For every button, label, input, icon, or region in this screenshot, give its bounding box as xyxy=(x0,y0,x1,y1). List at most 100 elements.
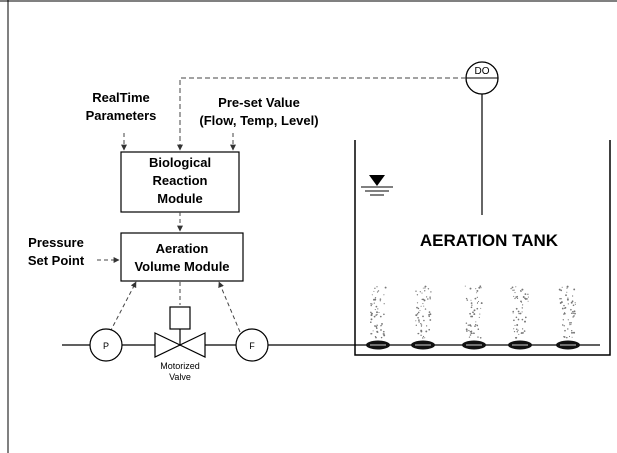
air-bubble xyxy=(416,313,419,315)
air-bubble xyxy=(513,289,515,291)
air-bubble xyxy=(514,297,516,300)
air-bubble xyxy=(573,315,575,317)
air-bubble xyxy=(469,334,472,336)
valve-body-left xyxy=(154,332,182,358)
air-bubble xyxy=(477,301,480,303)
valve-body-right xyxy=(178,332,206,358)
air-bubble xyxy=(563,325,565,327)
air-bubble xyxy=(373,290,375,292)
air-bubble xyxy=(480,287,482,289)
biological-reaction-module: Biological Reaction Module xyxy=(120,151,240,213)
air-bubble xyxy=(371,333,373,335)
air-bubble xyxy=(479,336,482,339)
air-bubble xyxy=(466,299,469,301)
air-bubble xyxy=(374,297,377,299)
air-bubble xyxy=(373,315,376,318)
svg-text:Volume Module: Volume Module xyxy=(134,259,229,274)
air-bubble xyxy=(516,297,519,299)
svg-text:Pressure: Pressure xyxy=(28,235,84,250)
air-bubble xyxy=(570,301,573,304)
air-bubble xyxy=(417,307,420,310)
air-bubble xyxy=(574,312,576,315)
air-bubble xyxy=(513,319,515,322)
air-bubble xyxy=(420,322,422,325)
air-bubble xyxy=(473,313,476,316)
air-bubble xyxy=(478,316,480,318)
air-bubble xyxy=(480,302,483,305)
air-bubble xyxy=(383,294,385,296)
air-bubble xyxy=(571,336,573,338)
svg-text:(Flow, Temp, Level): (Flow, Temp, Level) xyxy=(199,113,318,128)
air-bubble xyxy=(370,311,372,314)
air-bubble xyxy=(569,322,571,324)
air-bubble xyxy=(374,298,377,301)
air-bubble xyxy=(420,324,423,326)
air-bubble xyxy=(561,307,564,310)
aeration-tank: AERATION TANK xyxy=(354,140,611,356)
air-bubble xyxy=(570,322,572,324)
air-bubble xyxy=(372,330,374,332)
air-bubble xyxy=(527,296,529,298)
air-bubble xyxy=(378,311,380,314)
air-bubble xyxy=(515,328,518,331)
air-bubble xyxy=(374,309,376,311)
svg-text:Pre-set Value: Pre-set Value xyxy=(218,95,300,110)
air-bubble xyxy=(524,293,527,295)
air-bubble xyxy=(415,324,417,326)
air-bubble xyxy=(477,328,480,330)
air-bubble xyxy=(376,324,378,327)
air-bubble xyxy=(559,302,562,304)
air-bubble xyxy=(374,325,376,327)
air-bubble xyxy=(425,325,428,327)
air-bubble xyxy=(469,324,472,327)
air-bubble xyxy=(476,302,478,304)
air-bubble xyxy=(521,307,524,309)
air-bubble xyxy=(567,328,569,330)
air-bubble xyxy=(569,324,571,326)
air-bubble xyxy=(511,286,514,289)
air-bubble xyxy=(427,298,429,300)
air-bubble xyxy=(516,324,519,326)
air-bubble xyxy=(515,316,518,319)
air-bubble xyxy=(370,304,372,307)
aeration-module-box xyxy=(120,232,244,282)
air-bubble xyxy=(383,303,385,305)
air-bubble xyxy=(479,313,481,315)
air-bubble xyxy=(518,333,520,335)
air-bubble xyxy=(419,310,421,312)
air-bubble xyxy=(418,319,420,321)
air-bubble xyxy=(464,285,466,287)
air-bubble xyxy=(415,314,418,317)
air-bubble xyxy=(570,324,572,326)
air-bubble xyxy=(424,337,426,339)
pressure-sensor: P xyxy=(89,328,123,362)
air-bubble xyxy=(521,301,523,303)
air-bubble xyxy=(471,332,473,334)
air-bubble xyxy=(474,325,476,328)
air-bubble xyxy=(571,330,573,332)
air-bubble xyxy=(424,287,426,289)
diffusers-group xyxy=(366,340,580,350)
preset-value-label: Pre-set Value (Flow, Temp, Level) xyxy=(199,95,318,128)
air-bubble xyxy=(379,298,382,300)
air-bubble xyxy=(381,325,383,327)
air-bubble xyxy=(574,303,576,306)
air-bubble xyxy=(373,302,375,304)
air-bubble xyxy=(475,321,477,323)
air-bubble xyxy=(563,312,566,314)
air-bubble xyxy=(517,329,519,331)
air-bubble xyxy=(428,314,430,316)
svg-text:RealTime: RealTime xyxy=(92,90,150,105)
air-bubble xyxy=(476,289,479,292)
air-bubble xyxy=(420,334,422,337)
air-bubble xyxy=(571,300,574,303)
air-bubble xyxy=(477,336,479,338)
air-bubble xyxy=(520,290,522,292)
air-bubble xyxy=(517,310,520,313)
air-bubble xyxy=(381,322,383,325)
air-bubble xyxy=(375,325,378,328)
air-bubble xyxy=(374,287,376,290)
air-bubble xyxy=(379,315,382,318)
air-bubble xyxy=(560,298,562,300)
air-bubble xyxy=(568,335,571,338)
